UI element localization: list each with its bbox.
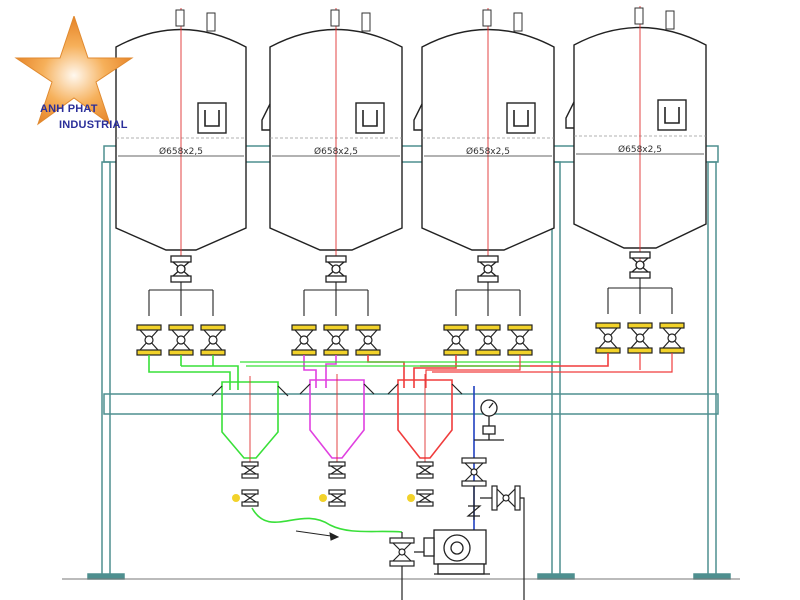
brand-name-line-1: ANH PHAT bbox=[40, 103, 98, 115]
mixer-brackets bbox=[211, 383, 463, 397]
tank-2 bbox=[261, 8, 403, 262]
dosing-valve-row-2 bbox=[291, 324, 381, 356]
mixer-magenta bbox=[309, 374, 365, 466]
dimension-lines bbox=[118, 153, 704, 157]
dosing-valve-row-4 bbox=[595, 322, 685, 354]
tank-3 bbox=[413, 8, 555, 262]
pump bbox=[423, 529, 490, 575]
tank-1-dimension: Ø658x2,5 bbox=[159, 146, 203, 157]
pump-inlet-valve bbox=[389, 532, 424, 600]
outlet-valve-3 bbox=[477, 255, 499, 283]
mixer-red bbox=[397, 374, 453, 466]
brand-name-line-2: INDUSTRIAL bbox=[59, 119, 128, 131]
tank-1 bbox=[115, 8, 247, 262]
magenta-feed-line bbox=[303, 355, 337, 388]
tank-4 bbox=[565, 6, 707, 262]
star-logo-icon bbox=[14, 16, 134, 126]
mixer-outlet-valves bbox=[232, 461, 434, 507]
dosing-valve-row-1 bbox=[136, 324, 226, 356]
tank-4-dimension: Ø658x2,5 bbox=[618, 144, 662, 155]
dosing-valves bbox=[136, 322, 685, 356]
distribution-manifolds bbox=[148, 278, 673, 316]
tank-2-dimension: Ø658x2,5 bbox=[314, 146, 358, 157]
tank-3-dimension: Ø658x2,5 bbox=[466, 146, 510, 157]
outlet-valve-2 bbox=[325, 255, 347, 283]
feed-lines bbox=[148, 353, 673, 390]
flow-arrow-icon bbox=[295, 530, 340, 541]
mixer-green bbox=[221, 376, 279, 466]
support-frame bbox=[62, 145, 740, 580]
green-feed-line bbox=[148, 355, 239, 390]
pressure-gauge bbox=[474, 399, 504, 441]
outlet-valve-4 bbox=[629, 251, 651, 279]
water-valves bbox=[461, 457, 525, 600]
tank-outlet-valves bbox=[170, 251, 651, 283]
dosing-valve-row-3 bbox=[443, 324, 533, 356]
outlet-valve-1 bbox=[170, 255, 192, 283]
green-outflow-hose bbox=[251, 507, 403, 533]
